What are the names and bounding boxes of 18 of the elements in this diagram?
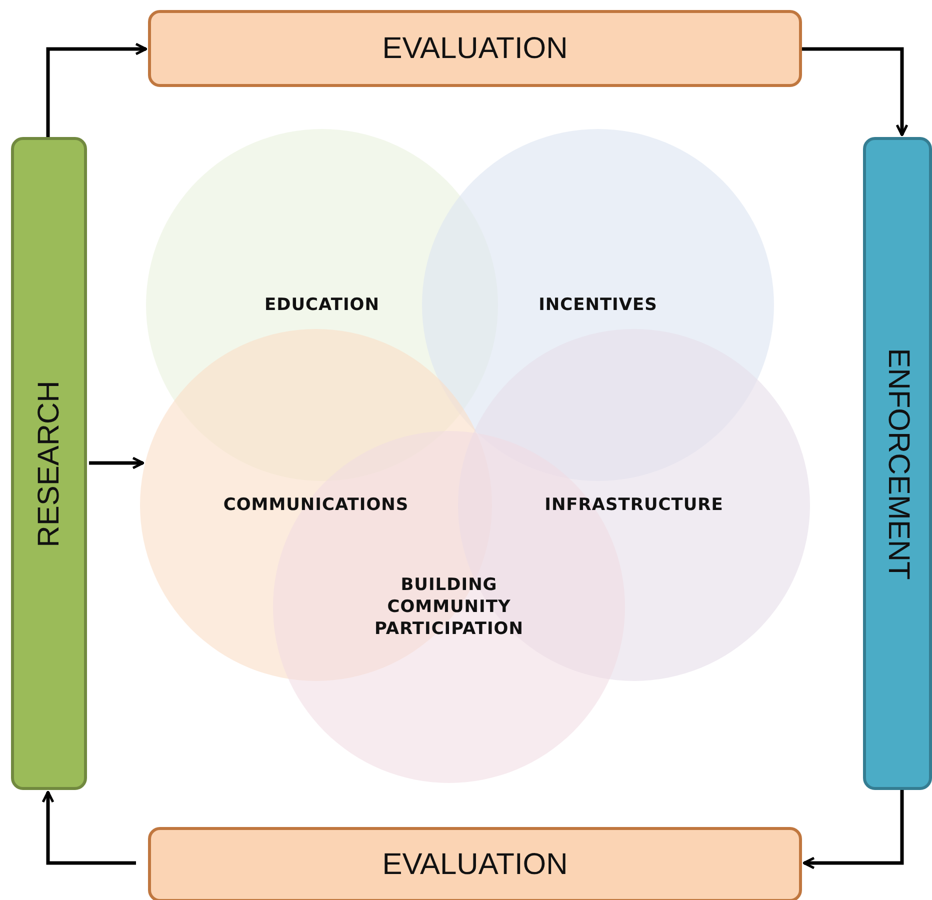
process-bar: [11, 137, 87, 790]
box-label: ENFORCEMENT: [880, 348, 914, 580]
arrow: [802, 47, 908, 136]
process-box: [148, 827, 802, 900]
circle-label: INFRASTRUCTURE: [544, 494, 724, 516]
circle-label: EDUCATION: [264, 294, 380, 316]
circle-label: COMMUNICATIONS: [223, 494, 409, 516]
process-box: [148, 10, 802, 87]
circle-label: INCENTIVES: [538, 294, 658, 316]
box-label: RESEARCH: [32, 380, 66, 547]
circle-label: BUILDING COMMUNITY PARTICIPATION: [374, 574, 524, 640]
box-label: EVALUATION: [382, 32, 568, 66]
box-label: EVALUATION: [382, 848, 568, 882]
arrow: [89, 456, 144, 470]
process-bar: [863, 137, 932, 790]
arrow: [802, 790, 904, 870]
arrow: [46, 42, 148, 137]
arrow: [42, 790, 136, 865]
